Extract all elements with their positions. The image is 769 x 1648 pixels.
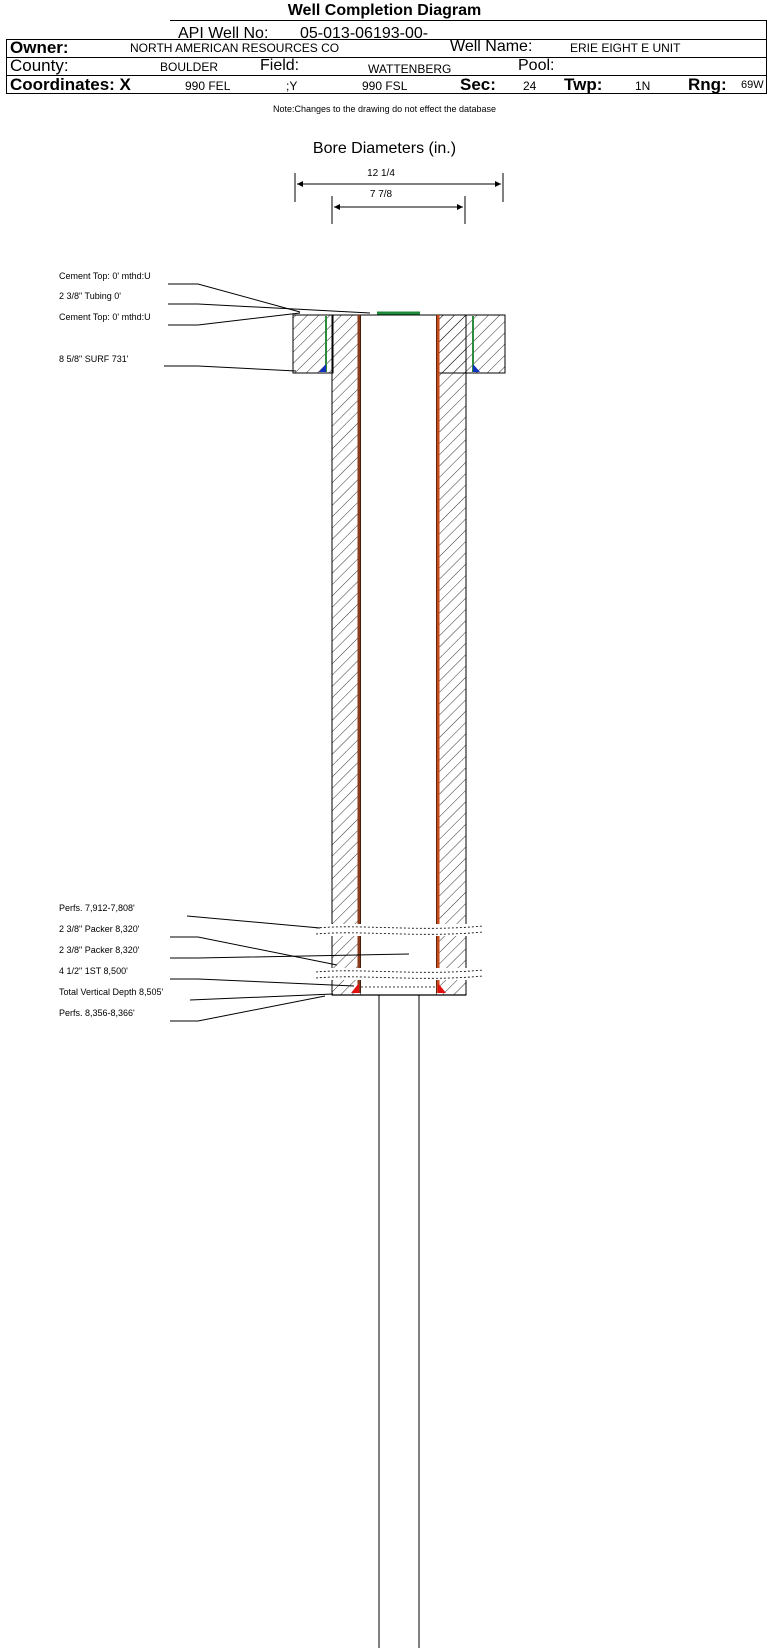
callout-packer-2: 2 3/8" Packer 8,320' bbox=[59, 945, 140, 955]
callout-leaders bbox=[164, 283, 410, 1022]
pool-label: Pool: bbox=[518, 57, 555, 74]
callout-production-casing: 4 1/2" 1ST 8,500' bbox=[59, 966, 128, 976]
perfs-band-lower bbox=[316, 968, 483, 980]
api-value: 05-013-06193-00- bbox=[300, 25, 429, 42]
callout-total-depth: Total Vertical Depth 8,505' bbox=[59, 987, 164, 997]
county-label: County: bbox=[10, 56, 69, 75]
callout-tubing: 2 3/8" Tubing 0' bbox=[59, 291, 121, 301]
rng-value: 69W bbox=[741, 79, 764, 91]
header-rule bbox=[6, 75, 767, 76]
inner-diameter-label: 7 7/8 bbox=[369, 189, 393, 200]
surf-shoe-right bbox=[473, 364, 480, 372]
field-value: WATTENBERG bbox=[368, 62, 452, 76]
sec-value: 24 bbox=[523, 79, 537, 93]
callout-cement-top-1: Cement Top: 0' mthd:U bbox=[59, 271, 151, 281]
county-value: BOULDER bbox=[160, 60, 219, 74]
wellbore bbox=[292, 311, 506, 1648]
surface-cement-left bbox=[292, 314, 334, 374]
leader-tubing bbox=[168, 303, 371, 314]
leader-surf-casing bbox=[164, 365, 297, 372]
leader-packer-1 bbox=[170, 936, 338, 966]
header-rule bbox=[6, 39, 767, 40]
prod-shoe-left bbox=[351, 983, 359, 993]
surf-shoe-left bbox=[319, 364, 326, 372]
callout-packer-1: 2 3/8" Packer 8,320' bbox=[59, 924, 140, 934]
outer-diameter-label: 12 1/4 bbox=[367, 168, 395, 179]
bore-diameters-title: Bore Diameters (in.) bbox=[312, 140, 457, 157]
leader-packer-2 bbox=[170, 953, 410, 959]
page-title: Well Completion Diagram bbox=[287, 2, 482, 19]
leader-cement-top-1 bbox=[168, 283, 301, 313]
surface-cement-right bbox=[435, 314, 506, 374]
rng-label: Rng: bbox=[688, 75, 727, 94]
coordinates-x-value: 990 FEL bbox=[185, 79, 231, 93]
production-cement-left bbox=[331, 314, 362, 996]
well-name-label: Well Name: bbox=[450, 38, 533, 55]
coordinates-label: Coordinates: X bbox=[10, 75, 131, 94]
header-rule bbox=[6, 57, 767, 58]
field-label: Field: bbox=[260, 57, 300, 74]
owner-value: NORTH AMERICAN RESOURCES CO bbox=[130, 41, 340, 55]
sec-label: Sec: bbox=[460, 75, 496, 94]
twp-label: Twp: bbox=[564, 75, 603, 94]
leader-total-depth bbox=[189, 993, 334, 1001]
callout-surf-casing: 8 5/8" SURF 731' bbox=[59, 354, 129, 364]
header-border-left bbox=[6, 39, 7, 93]
well-name-value: ERIE EIGHT E UNIT bbox=[570, 41, 681, 55]
header-border-right bbox=[766, 20, 767, 93]
leader-production-casing bbox=[170, 978, 355, 987]
leader-perfs-1 bbox=[186, 915, 321, 929]
production-cement-right bbox=[435, 314, 467, 996]
header-rule bbox=[6, 93, 767, 94]
coordinates-y-label: ;Y bbox=[286, 79, 298, 93]
prod-shoe-right bbox=[438, 983, 446, 993]
note-text: Note:Changes to the drawing do not effec… bbox=[273, 104, 496, 114]
twp-value: 1N bbox=[635, 79, 651, 93]
callout-cement-top-2: Cement Top: 0' mthd:U bbox=[59, 312, 151, 322]
owner-label: Owner: bbox=[10, 38, 69, 57]
callout-perfs-1: Perfs. 7,912-7,808' bbox=[59, 903, 135, 913]
callout-perfs-2: Perfs. 8,356-8,366' bbox=[59, 1008, 135, 1018]
api-label: API Well No: bbox=[178, 25, 269, 42]
coordinates-y-value: 990 FSL bbox=[362, 79, 408, 93]
header-rule bbox=[170, 20, 767, 21]
leader-perfs-2 bbox=[170, 995, 326, 1022]
perfs-band-upper bbox=[316, 924, 483, 936]
leader-cement-top-2 bbox=[168, 312, 301, 326]
open-bore bbox=[361, 315, 436, 995]
